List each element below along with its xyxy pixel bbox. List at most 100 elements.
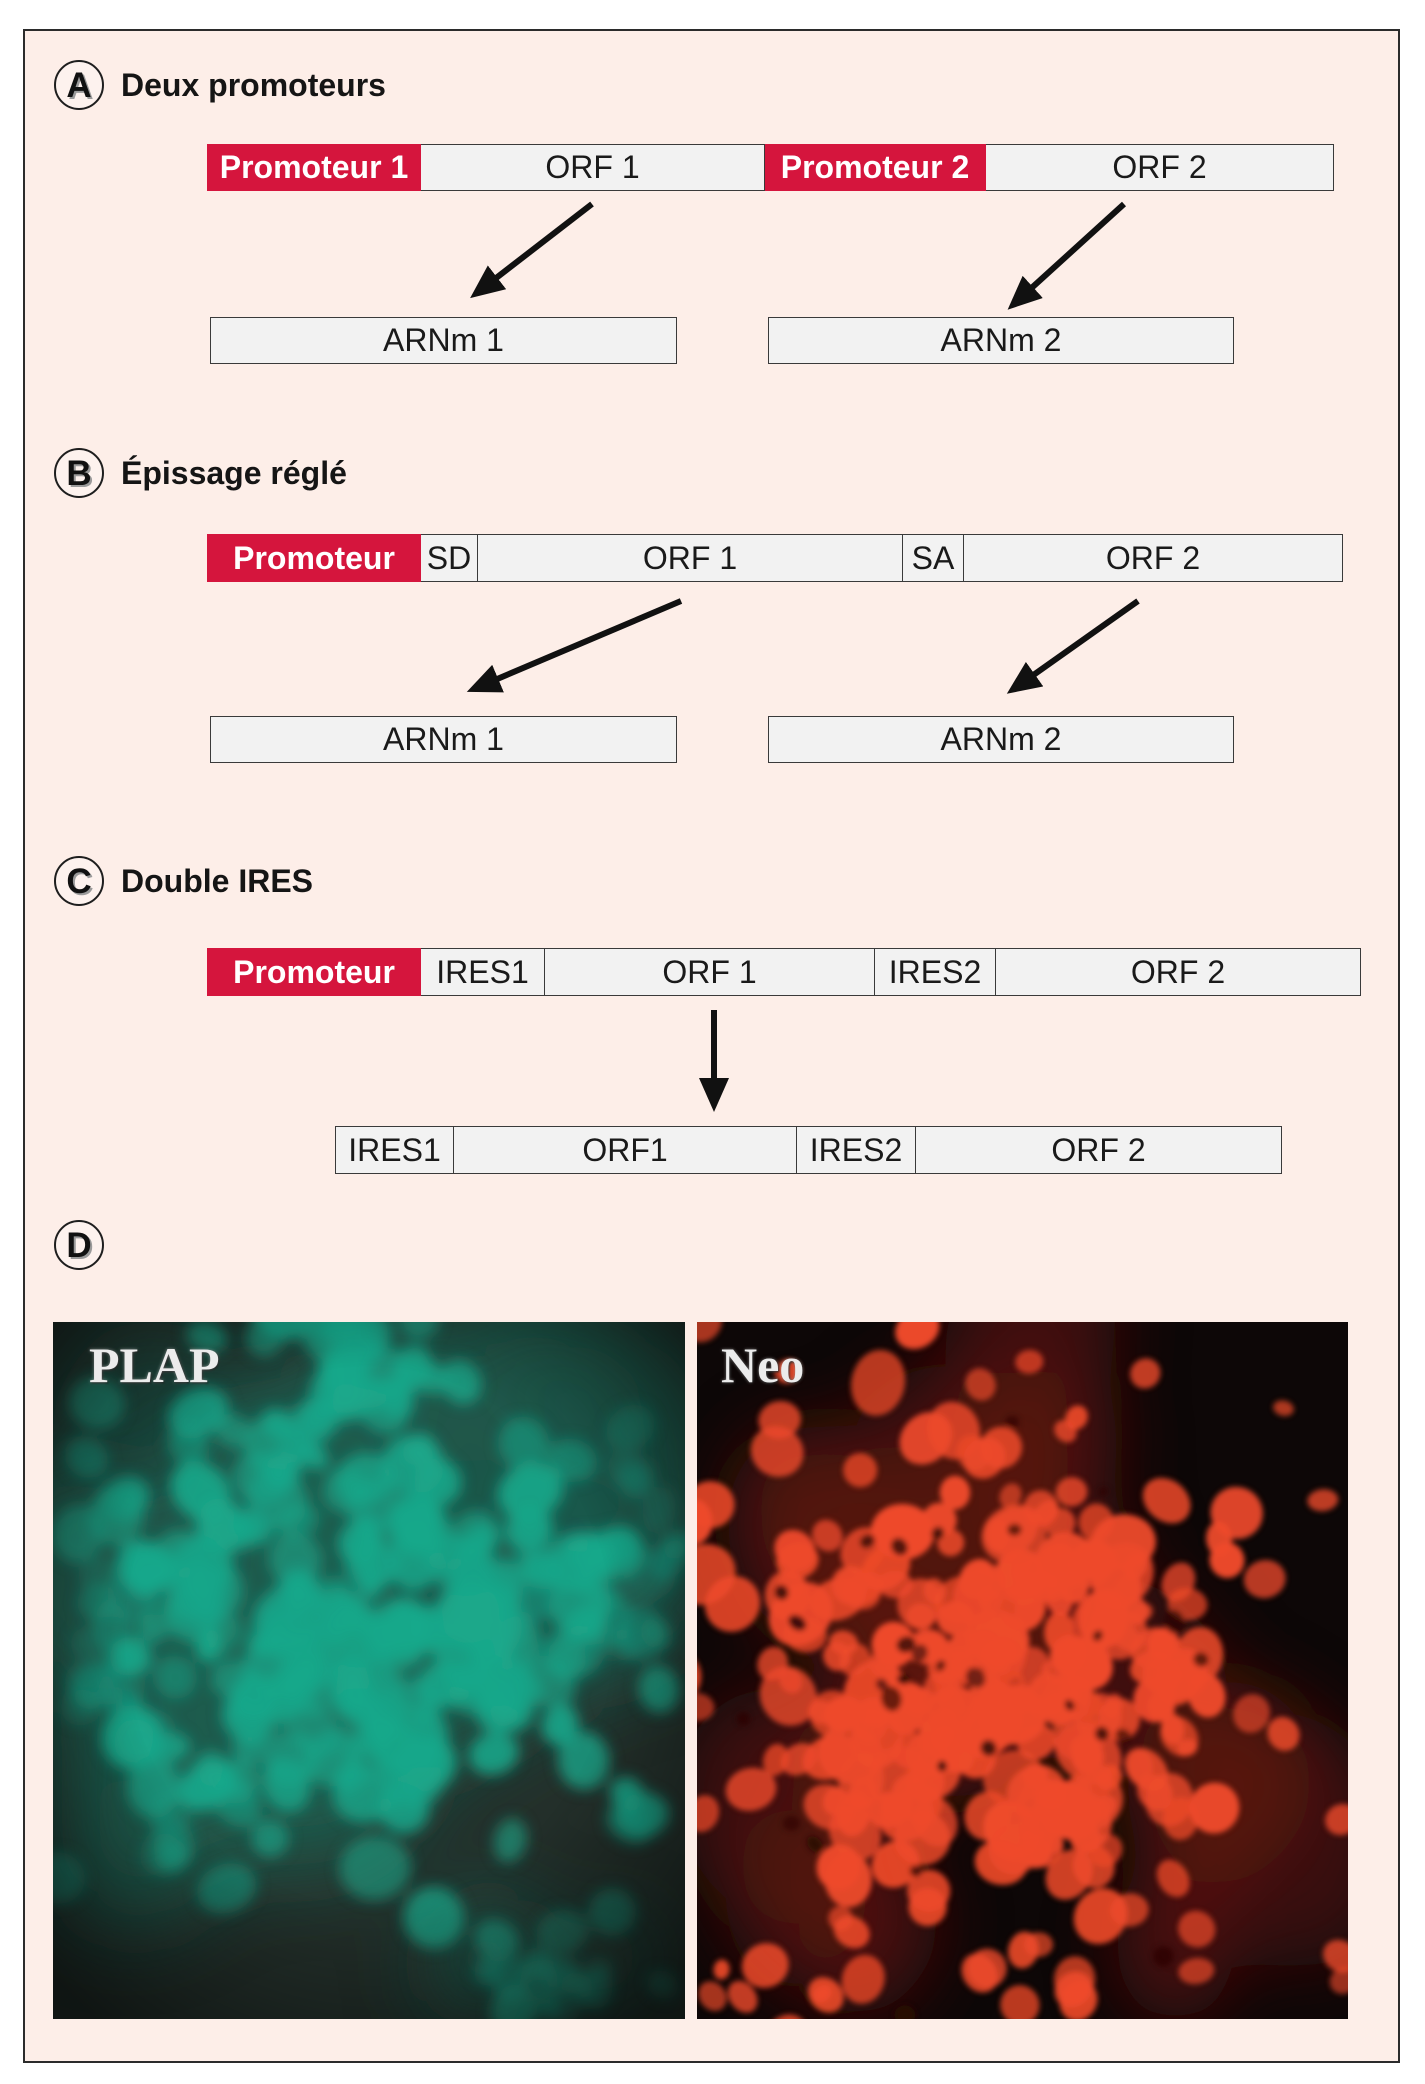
neo-cell — [928, 1723, 957, 1751]
neo-cell — [697, 1692, 715, 1721]
neo-cell-gap — [782, 1815, 801, 1831]
neo-cell — [983, 1750, 1044, 1807]
neo-cell — [1089, 1608, 1116, 1634]
neo-cell — [961, 1953, 998, 1993]
neo-cell-gap — [980, 1740, 997, 1757]
plap-image — [53, 1322, 685, 2019]
neo-cell — [999, 1483, 1022, 1509]
neo-cell-gap — [859, 1534, 875, 1549]
neo-cell — [741, 1943, 789, 1988]
neo-cell — [1124, 1747, 1169, 1792]
neo-cell — [828, 1905, 853, 1931]
neo-cell — [1162, 1797, 1199, 1840]
neo-cell-gap — [1007, 1523, 1022, 1536]
neo-cell — [1109, 1893, 1149, 1927]
neo-cell — [809, 1577, 866, 1621]
neo-cell — [1189, 1782, 1240, 1834]
panel-b-mrna-1: ARNm 1 — [210, 716, 677, 763]
neo-cell — [759, 1666, 817, 1726]
neo-cell — [697, 1322, 723, 1343]
neo-cell — [1325, 1803, 1348, 1836]
neo-cell — [891, 1732, 932, 1769]
neo-cell — [1123, 1552, 1148, 1581]
neo-cell — [1033, 1778, 1070, 1812]
neo-cell — [822, 1695, 865, 1733]
neo-cell — [1015, 1349, 1044, 1374]
panel-b-orf-2: ORF 2 — [964, 534, 1343, 582]
neo-cell — [1322, 1939, 1348, 1973]
neo-cell — [807, 1977, 844, 2013]
neo-cell — [841, 1954, 885, 2004]
neo-cell-gap — [1164, 1609, 1185, 1634]
neo-cell-gap — [896, 1674, 910, 1685]
panel-c-transcript-orf-1: ORF1 — [454, 1126, 797, 1174]
panel-a-orf-1: ORF 1 — [421, 144, 765, 191]
panel-b-title: Épissage réglé — [121, 455, 347, 491]
neo-cell — [993, 1667, 1024, 1695]
neo-cell-gap — [935, 1660, 946, 1671]
neo-cell — [697, 1480, 735, 1529]
neo-cell — [979, 1426, 1023, 1469]
panel-c-transcript-ires-2: IRES2 — [797, 1126, 916, 1174]
neo-cell — [1065, 1405, 1088, 1430]
neo-cell — [1060, 1801, 1087, 1830]
neo-cell — [899, 1412, 953, 1465]
panel-a-title: Deux promoteurs — [121, 67, 386, 103]
neo-cell — [697, 1795, 720, 1833]
neo-cell — [763, 1743, 789, 1776]
neo-cell — [803, 1784, 855, 1830]
neo-cell — [1023, 1932, 1054, 1958]
neo-cell — [1028, 1672, 1069, 1715]
neo-cell — [904, 1761, 945, 1804]
neo-cell — [812, 1519, 843, 1552]
neo-cell-gap — [806, 1836, 823, 1853]
neo-cell-gap — [1064, 1699, 1075, 1711]
neo-cell-gap — [881, 1686, 902, 1712]
neo-cell-gap — [1092, 1630, 1103, 1642]
neo-cell — [1273, 1400, 1294, 1417]
panel-b-orf-1: ORF 1 — [478, 534, 903, 582]
neo-cell — [1307, 1489, 1339, 1512]
panel-a-label: A — [54, 60, 104, 110]
panel-a-mrna-2: ARNm 2 — [768, 317, 1234, 364]
neo-cell — [1233, 1693, 1270, 1733]
neo-cell-gap — [736, 1712, 750, 1726]
neo-cell — [1017, 1723, 1056, 1760]
neo-cell — [725, 1767, 777, 1811]
neo-cell — [893, 1811, 951, 1866]
neo-cell — [847, 1775, 878, 1811]
neo-cell — [952, 1570, 1003, 1625]
neo-cell — [774, 1359, 801, 1384]
neo-cell — [1178, 1957, 1215, 1985]
panel-b-promoter: Promoteur — [207, 534, 421, 582]
neo-cell — [907, 1869, 951, 1913]
plap-vignette — [53, 1322, 685, 2019]
neo-cell-gap — [965, 1667, 986, 1688]
panel-a-orf-2: ORF 2 — [986, 144, 1334, 191]
neo-cell — [750, 1426, 804, 1477]
neo-cell — [1034, 1499, 1059, 1524]
neo-cell — [704, 1575, 761, 1632]
neo-cell — [1267, 1716, 1300, 1751]
neo-cell — [870, 1503, 935, 1560]
neo-cell-gap — [774, 1584, 789, 1600]
neo-label: Neo — [721, 1337, 805, 1393]
neo-cell — [816, 1844, 862, 1891]
neo-cell — [1156, 1859, 1190, 1898]
neo-cell-gap — [875, 1678, 889, 1691]
neo-cell — [906, 1603, 936, 1630]
neo-cell-gap — [788, 1614, 807, 1631]
neo-cell — [1058, 1570, 1089, 1604]
neo-cell-gap — [1193, 1652, 1209, 1667]
neo-cell-gap — [896, 1636, 916, 1653]
neo-cell — [774, 1529, 816, 1572]
neo-cell — [965, 1368, 996, 1401]
panel-c-promoter: Promoteur — [207, 948, 421, 996]
neo-cell — [937, 1529, 965, 1557]
panel-b-label: B — [54, 448, 104, 498]
neo-cell-gap — [937, 1760, 947, 1772]
neo-cell — [1069, 1734, 1102, 1765]
neo-cell — [1329, 1967, 1348, 1994]
neo-cell-gap — [1095, 1726, 1109, 1741]
